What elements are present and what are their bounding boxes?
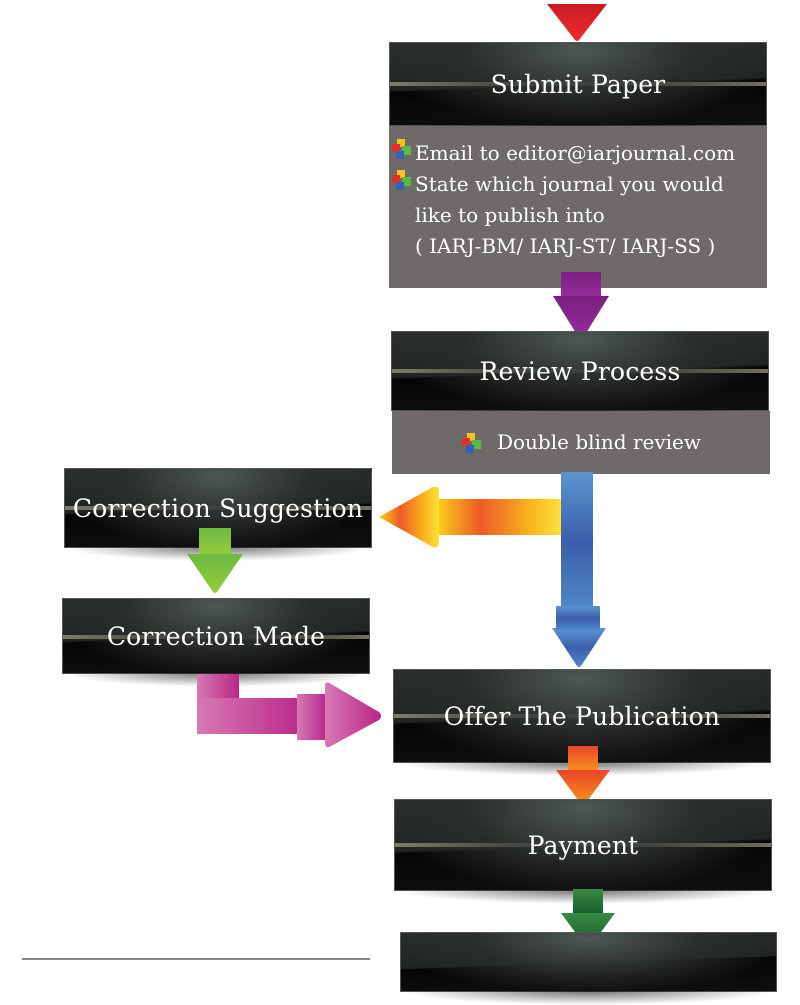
step-next-partial: [400, 932, 777, 1005]
review-process-details: Double blind review: [392, 411, 770, 474]
list-item: State which journal you would like to pu…: [391, 169, 767, 262]
arrow-right-pink: [197, 674, 381, 748]
arrow-left-orange: [379, 486, 561, 548]
arrow-down-orange: [556, 746, 610, 805]
divider-line: [22, 958, 370, 960]
step-title: Offer The Publication: [443, 701, 721, 731]
step-title: Review Process: [479, 356, 681, 386]
step-title: Correction Made: [106, 621, 326, 651]
step-review-process: Review Process: [391, 331, 769, 424]
cube-cluster-icon: [461, 432, 483, 454]
submit-paper-details: Email to editor@iarjournal.com State whi…: [389, 126, 767, 288]
step-submit-paper: Submit Paper: [389, 42, 767, 139]
list-item-text: Double blind review: [496, 430, 702, 454]
step-correction-made: Correction Made: [62, 598, 370, 687]
cube-cluster-icon: [391, 138, 413, 160]
step-title: Payment: [527, 830, 639, 860]
arrow-down-dark-green: [561, 889, 615, 948]
step-offer-publication: Offer The Publication: [393, 669, 771, 776]
step-title: Correction Suggestion: [72, 493, 364, 523]
cube-cluster-icon: [391, 169, 413, 191]
step-payment: Payment: [394, 799, 772, 904]
list-item: Email to editor@iarjournal.com: [391, 138, 767, 169]
arrow-down-blue: [552, 472, 606, 667]
sheen: [390, 82, 766, 87]
list-item-text: State which journal you would like to pu…: [415, 172, 724, 258]
sheen: [63, 634, 369, 639]
step-title: Submit Paper: [490, 69, 666, 99]
sheen: [395, 843, 771, 848]
arrow-down-green: [187, 528, 243, 593]
sheen: [65, 506, 371, 511]
list-item: Double blind review: [461, 427, 701, 458]
arrow-down-red: [547, 4, 607, 41]
sheen: [394, 714, 770, 719]
arrow-down-purple: [553, 272, 609, 339]
sheen: [392, 369, 768, 374]
list-item-text: Email to editor@iarjournal.com: [415, 141, 736, 165]
